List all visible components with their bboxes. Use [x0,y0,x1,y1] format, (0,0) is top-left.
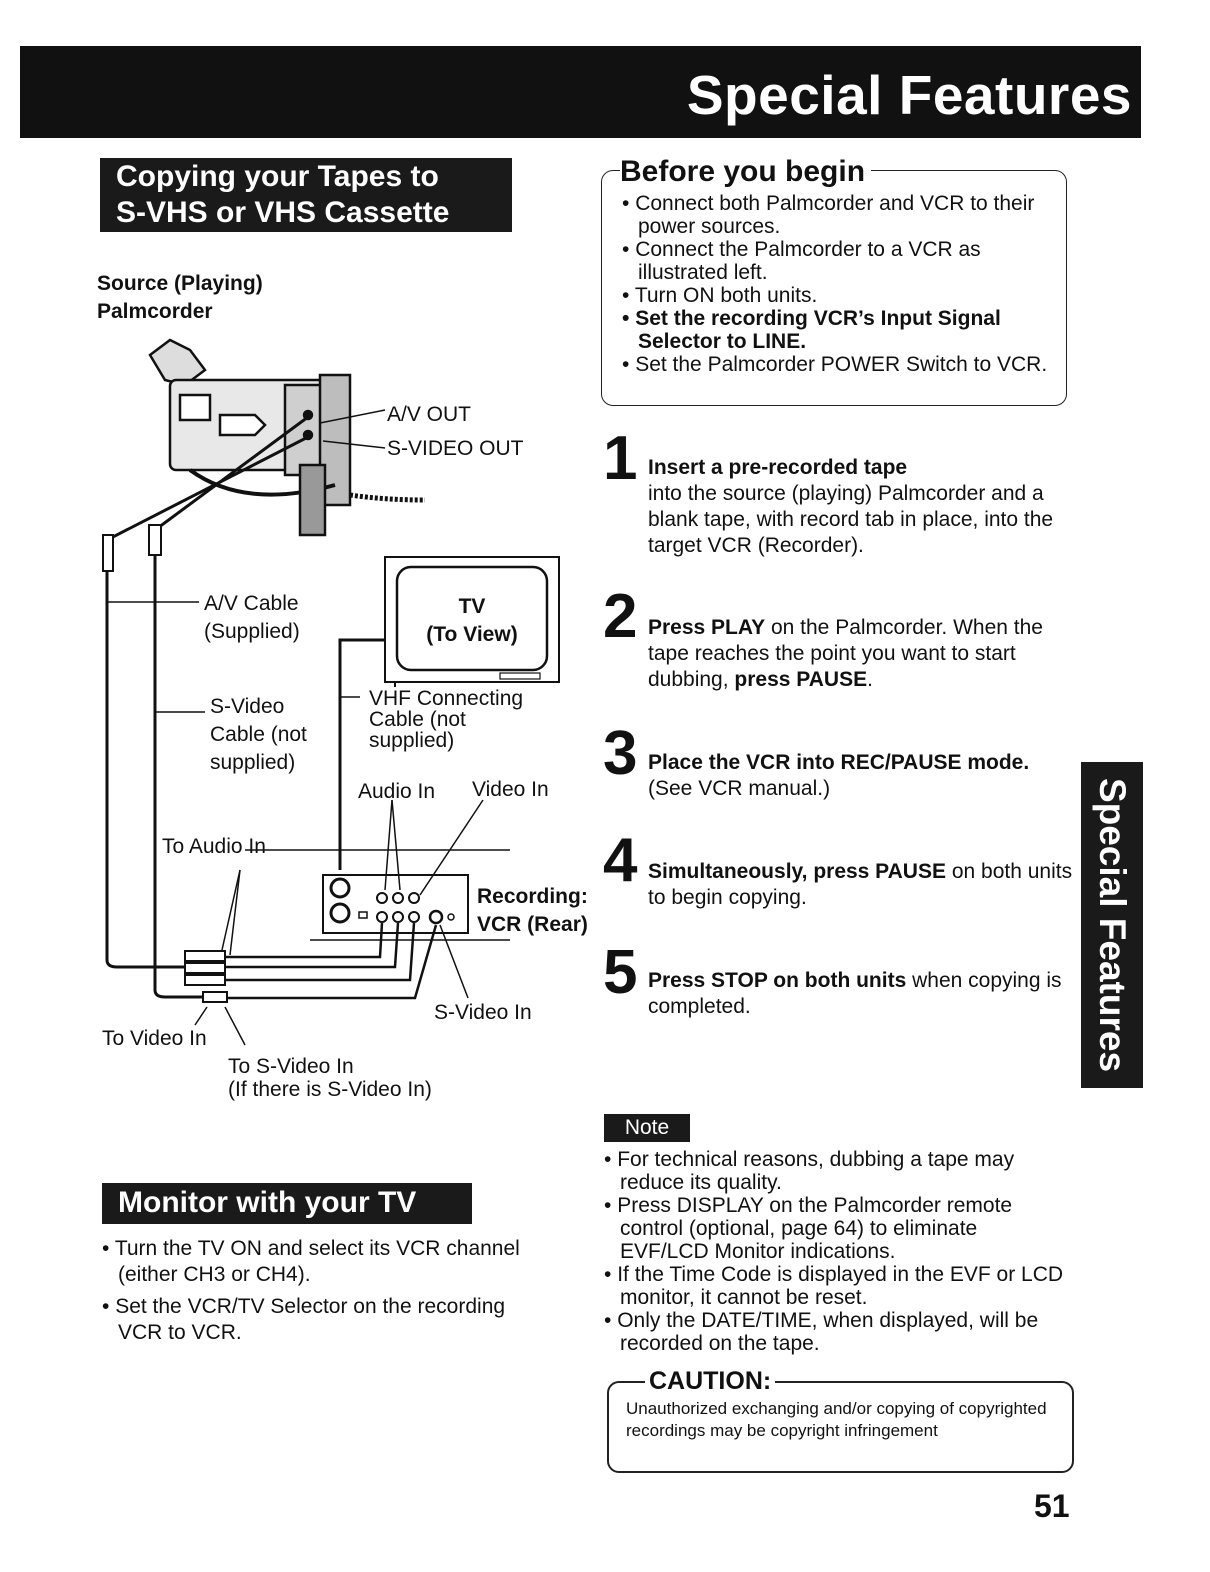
connection-diagram-art [102,338,560,1046]
step-3-text: Place the VCR into REC/PAUSE mode. (See … [648,750,1078,802]
to-video-in-label: To Video In [102,1027,207,1050]
vhf-cable-label-line3: supplied) [369,729,455,752]
list-item-text: If the Time Code is displayed in the EVF… [617,1263,1064,1309]
step-4-body: on both units to begin copying. [648,860,1073,909]
vhf-cable-label-line2: Cable (not [369,708,466,731]
connection-diagram: A/V OUT S-VIDEO OUT A/V Cable (Supplied)… [95,335,615,1115]
list-item: • Set the recording VCR’s Input Signal S… [622,307,1001,353]
step-5-text: Press STOP on both units when copying is… [648,968,1078,1020]
video-in-label: Video In [472,778,549,801]
tv-label-line2: (To View) [426,623,518,646]
step-2-text: Press PLAY on the Palmcorder. When the t… [648,615,1078,693]
list-item: • Connect both Palmcorder and VCR to the… [622,192,1035,238]
list-item-text: Connect both Palmcorder and VCR to their… [635,192,1035,238]
av-out-label: A/V OUT [387,403,472,426]
page-number: 51 [1034,1488,1070,1524]
list-item: • Turn the TV ON and select its VCR chan… [102,1237,520,1286]
header-bar [20,46,1141,138]
list-item-text: Connect the Palmcorder to a VCR as illus… [635,238,981,284]
note-badge: Note [604,1114,690,1142]
av-cable-label-line1: A/V Cable [204,592,299,615]
tv-label-line1: TV [458,595,486,618]
recording-vcr-label: Recording: VCR (Rear) [477,883,588,939]
source-label: Source (Playing) Palmcorder [97,270,263,326]
source-label-line2: Palmcorder [97,300,213,323]
s-video-cable-label-line2: Cable (not [210,723,307,746]
before-you-begin-list: • Connect both Palmcorder and VCR to the… [622,192,1062,376]
list-item: • Set the VCR/TV Selector on the recordi… [102,1295,506,1344]
step-2-bold-2: press PAUSE [734,668,868,691]
step-3-body: (See VCR manual.) [648,777,831,800]
list-item: • Turn ON both units. [622,284,818,307]
step-2-body-2: . [867,668,873,691]
step-1-body: into the source (playing) Palmcorder and… [648,482,1054,557]
vhf-cable-label: VHF Connecting Cable (not supplied) [369,688,523,751]
to-s-video-in-label-line2: (If there is S-Video In) [228,1078,432,1101]
list-item: • If the Time Code is displayed in the E… [604,1263,1064,1309]
step-5-body: when copying is completed. [648,969,1062,1018]
monitor-section-title: Monitor with your TV [102,1183,472,1224]
to-s-video-in-label-line1: To S-Video In [228,1055,354,1078]
plug-cluster [184,950,228,1003]
av-cable-label-line2: (Supplied) [204,620,300,643]
palmcorder-illustration [148,338,426,537]
recording-vcr-label-line1: Recording: [477,885,588,908]
audio-in-label: Audio In [358,780,436,803]
tv-label: TV (To View) [417,593,527,649]
s-video-in-label: S-Video In [434,1001,532,1024]
list-item: • Only the DATE/TIME, when displayed, wi… [604,1309,1039,1355]
vcr-rear-illustration [310,849,510,941]
copying-title-line1: Copying your Tapes to [116,160,439,193]
side-tab-label: Special Features [1092,777,1133,1073]
step-2-body-1: on the Palmcorder. When the tape reaches… [648,616,1043,691]
step-1-text: Insert a pre-recorded tape into the sour… [648,455,1078,559]
step-5-heading: Press STOP on both units [648,969,907,992]
caution-title: CAUTION: [645,1366,776,1396]
list-item-text: Turn ON both units. [634,284,818,307]
list-item: • Set the Palmcorder POWER Switch to VCR… [622,353,1048,376]
step-4-number: 4 [603,826,638,895]
source-label-line1: Source (Playing) [97,272,263,295]
step-3-number: 3 [603,719,638,788]
copying-title-line2: S-VHS or VHS Cassette [116,196,450,229]
list-item-text: Turn the TV ON and select its VCR channe… [114,1237,520,1286]
note-list: • For technical reasons, dubbing a tape … [604,1148,1064,1355]
step-5-number: 5 [603,938,638,1007]
av-cable-label: A/V Cable (Supplied) [204,590,300,646]
s-video-cable-label: S-Video Cable (not supplied) [210,693,307,777]
s-video-cable-label-line1: S-Video [210,695,285,718]
to-audio-in-label: To Audio In [162,835,266,858]
list-item-text: Set the VCR/TV Selector on the recording… [115,1295,506,1344]
step-4-text: Simultaneously, press PAUSE on both unit… [648,859,1078,911]
list-item-text: Set the Palmcorder POWER Switch to VCR. [635,353,1048,376]
list-item-text: Press DISPLAY on the Palmcorder remote c… [617,1194,1013,1263]
step-2-number: 2 [603,582,638,651]
step-1-heading: Insert a pre-recorded tape [648,456,908,479]
monitor-list: • Turn the TV ON and select its VCR chan… [102,1236,522,1352]
s-video-out-label: S-VIDEO OUT [387,437,524,460]
step-2-bold-1: Press PLAY [648,616,766,639]
list-item-text: For technical reasons, dubbing a tape ma… [617,1148,1015,1194]
recording-vcr-label-line2: VCR (Rear) [477,913,588,936]
list-item-text: Only the DATE/TIME, when displayed, will… [617,1309,1039,1355]
tv-illustration [384,556,560,687]
caution-text: Unauthorized exchanging and/or copying o… [626,1399,1047,1440]
list-item: • Press DISPLAY on the Palmcorder remote… [604,1194,1013,1263]
step-1-number: 1 [603,424,638,493]
list-item: • Connect the Palmcorder to a VCR as ill… [622,238,981,284]
list-item: • For technical reasons, dubbing a tape … [604,1148,1015,1194]
caution-frame [607,1381,1074,1473]
vhf-cable-label-line1: VHF Connecting [369,687,524,710]
copying-section-title: Copying your Tapes to S-VHS or VHS Casse… [100,158,512,232]
to-s-video-in-label: To S-Video In (If there is S-Video In) [228,1055,432,1101]
side-tab: Special Features [1081,762,1143,1088]
s-video-cable-label-line3: supplied) [210,751,296,774]
before-you-begin-title: Before you begin [620,154,872,190]
list-item-text: Set the recording VCR’s Input Signal Sel… [635,307,1001,353]
step-4-heading: Simultaneously, press PAUSE [648,860,946,883]
page-title: Special Features [686,64,1132,126]
step-3-heading: Place the VCR into REC/PAUSE mode. [648,751,1030,774]
